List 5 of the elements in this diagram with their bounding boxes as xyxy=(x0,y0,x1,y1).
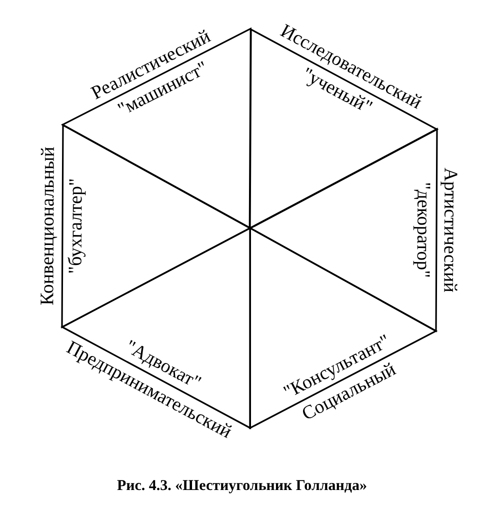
sector-heading: Артистический xyxy=(440,168,460,293)
sector-heading: Конвенциональный xyxy=(38,146,58,306)
sector-label: "бухгалтер" xyxy=(66,178,86,274)
sector-label: "декоратор" xyxy=(412,182,432,278)
figure-caption: Рис. 4.3. «Шестиугольник Голланда» xyxy=(116,478,368,494)
